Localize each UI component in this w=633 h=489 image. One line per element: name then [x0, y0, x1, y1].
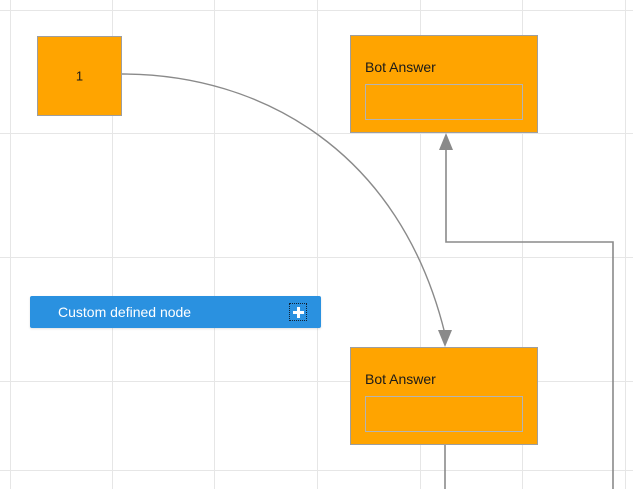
- start-node[interactable]: 1: [37, 36, 122, 116]
- plus-icon[interactable]: [289, 303, 307, 321]
- custom-defined-node-label: Custom defined node: [58, 304, 192, 320]
- bot-answer-node-bottom-slot[interactable]: [365, 396, 523, 432]
- edge-bot-answer-bottom-to-top[interactable]: [445, 147, 614, 489]
- arrowhead-down-icon: [438, 330, 452, 347]
- edge-start-to-bot-answer-bottom[interactable]: [121, 73, 446, 335]
- bot-answer-node-top[interactable]: Bot Answer: [350, 35, 538, 133]
- custom-defined-node[interactable]: Custom defined node: [30, 296, 321, 328]
- bot-answer-node-top-title: Bot Answer: [365, 59, 436, 75]
- arrowhead-up-icon: [439, 133, 453, 150]
- start-node-label: 1: [75, 68, 84, 84]
- bot-answer-node-bottom-title: Bot Answer: [365, 371, 436, 387]
- bot-answer-node-bottom[interactable]: Bot Answer: [350, 347, 538, 445]
- bot-answer-node-top-slot[interactable]: [365, 84, 523, 120]
- plus-glyph-icon: [292, 306, 304, 318]
